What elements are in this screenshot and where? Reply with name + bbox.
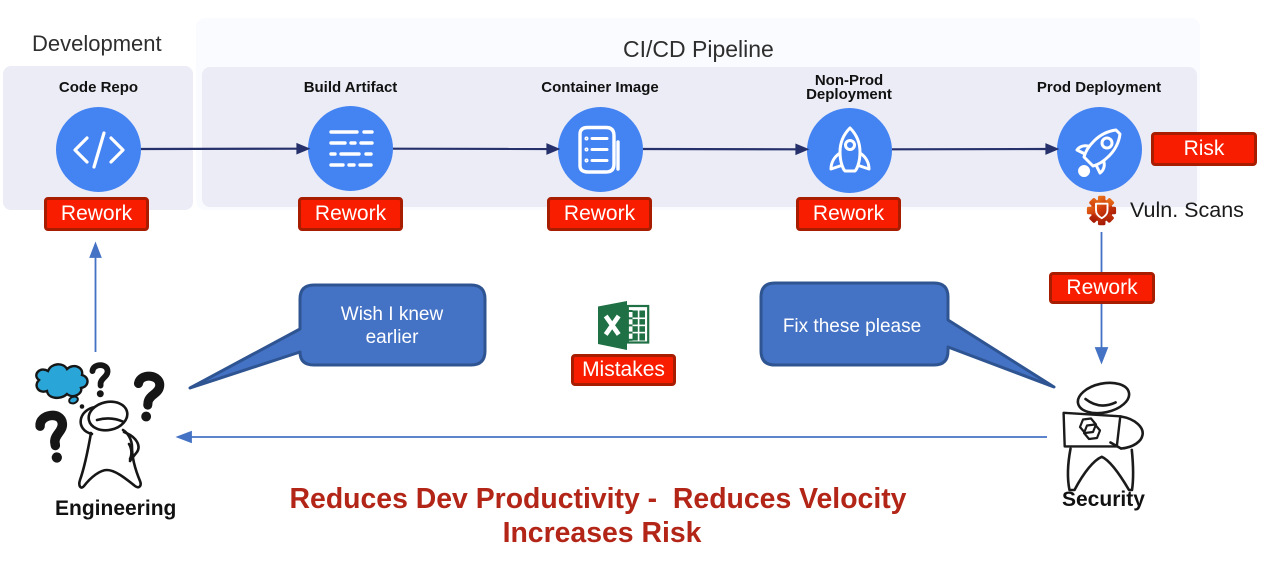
svg-text:earlier: earlier: [366, 327, 419, 348]
svg-text:Fix these please: Fix these please: [783, 316, 921, 337]
svg-text:Wish I knew: Wish I knew: [341, 304, 444, 325]
